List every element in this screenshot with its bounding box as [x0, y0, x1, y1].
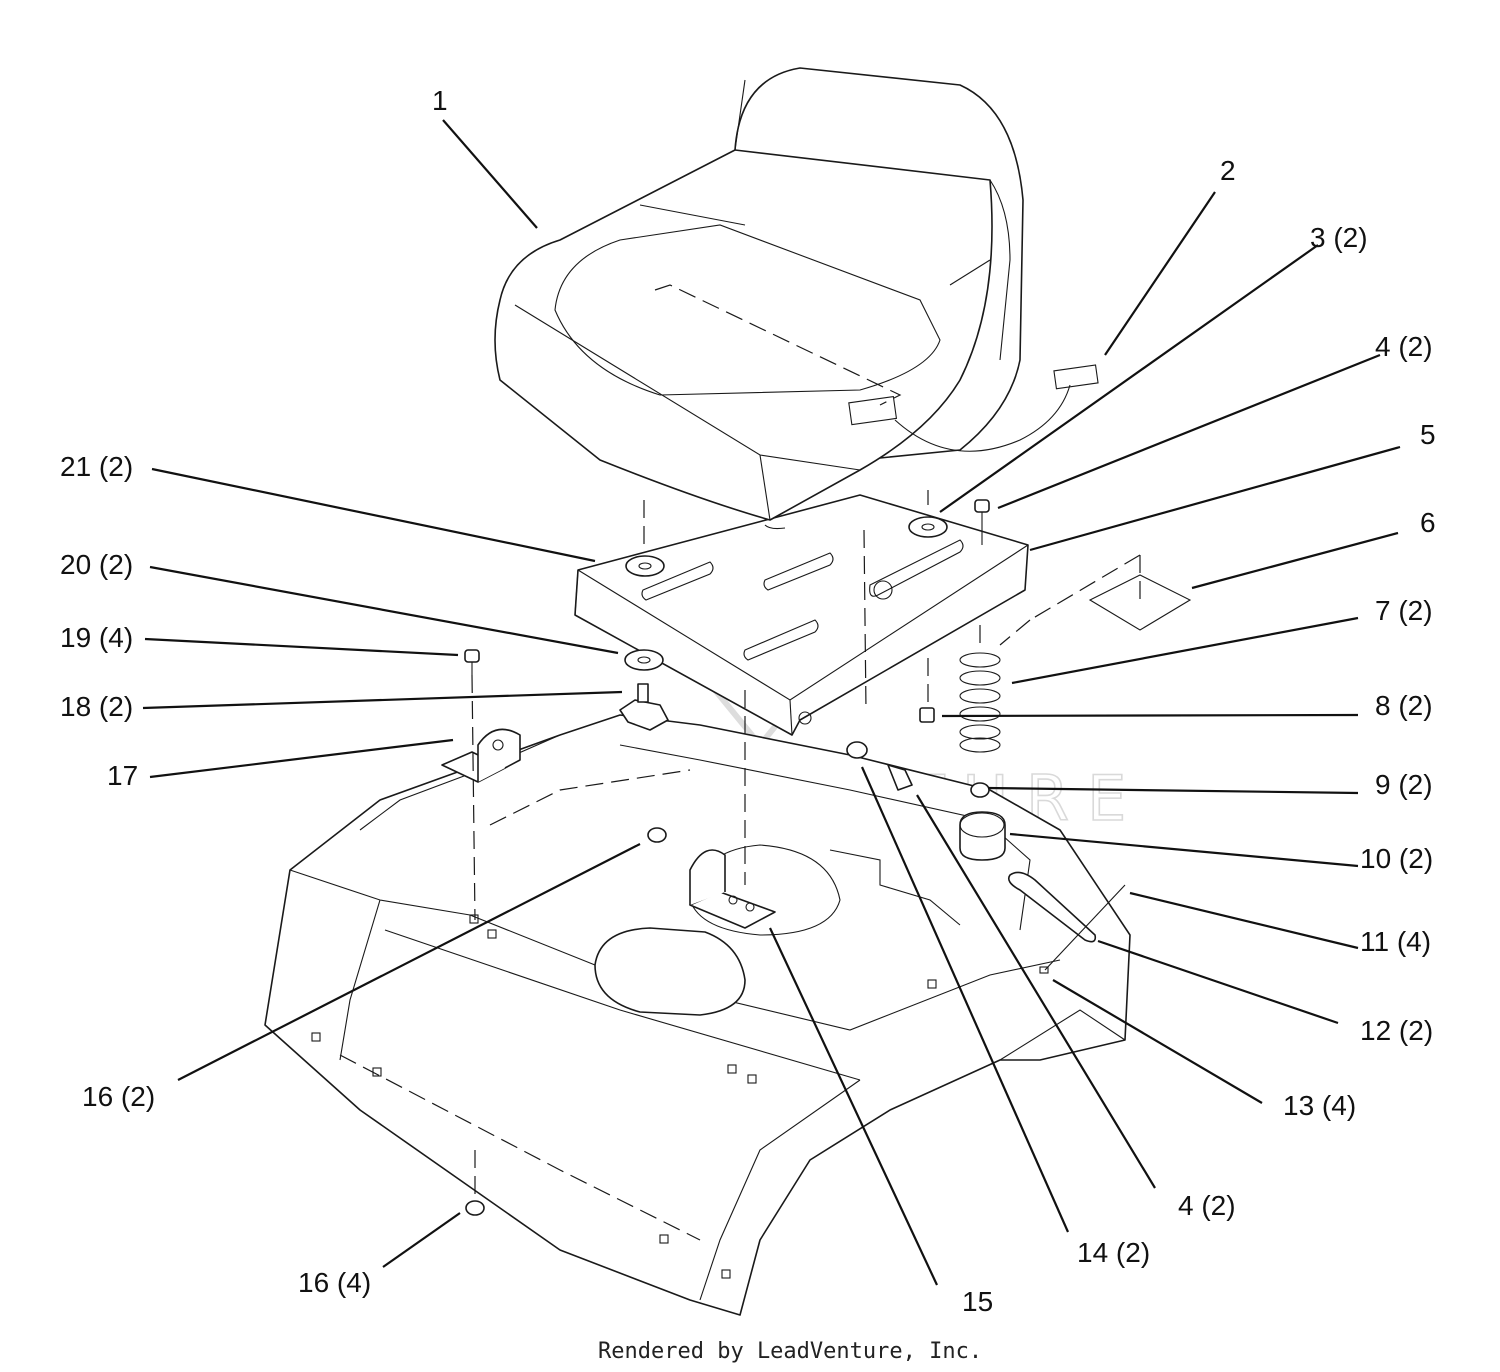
callout-12: 12 (2)	[1360, 1015, 1433, 1046]
callout-14: 14 (2)	[1077, 1237, 1150, 1268]
callout-4b: 4 (2)	[1178, 1190, 1236, 1221]
callout-17: 17	[107, 760, 138, 791]
hardware	[441, 490, 1192, 1216]
callout-4a: 4 (2)	[1375, 331, 1433, 362]
callout-13: 13 (4)	[1283, 1090, 1356, 1121]
callout-18: 18 (2)	[60, 691, 133, 722]
seat-pan	[574, 494, 1029, 736]
callout-11: 11 (4)	[1360, 926, 1431, 957]
callout-8: 8 (2)	[1375, 690, 1433, 721]
callout-16a: 16 (4)	[298, 1267, 371, 1298]
fender-deck	[264, 714, 1131, 1316]
callout-2: 2	[1220, 155, 1236, 186]
callout-5: 5	[1420, 419, 1436, 450]
callout-16b: 16 (2)	[82, 1081, 155, 1112]
callout-3: 3 (2)	[1310, 222, 1368, 253]
callout-labels: 1 2 3 (2) 4 (2) 5 6 7 (2) 8 (2) 9 (2) 10…	[60, 85, 1436, 1317]
callout-20: 20 (2)	[60, 549, 133, 580]
callout-21: 21 (2)	[60, 451, 133, 482]
footer-credit: Rendered by LeadVenture, Inc.	[598, 1339, 982, 1364]
callout-10: 10 (2)	[1360, 843, 1433, 874]
callout-7: 7 (2)	[1375, 595, 1433, 626]
callout-6: 6	[1420, 507, 1436, 538]
seat	[494, 67, 1099, 530]
callout-19: 19 (4)	[60, 622, 133, 653]
leader-lines	[142, 119, 1401, 1286]
callout-9: 9 (2)	[1375, 769, 1433, 800]
callout-1: 1	[432, 85, 448, 116]
callout-15: 15	[962, 1286, 993, 1317]
